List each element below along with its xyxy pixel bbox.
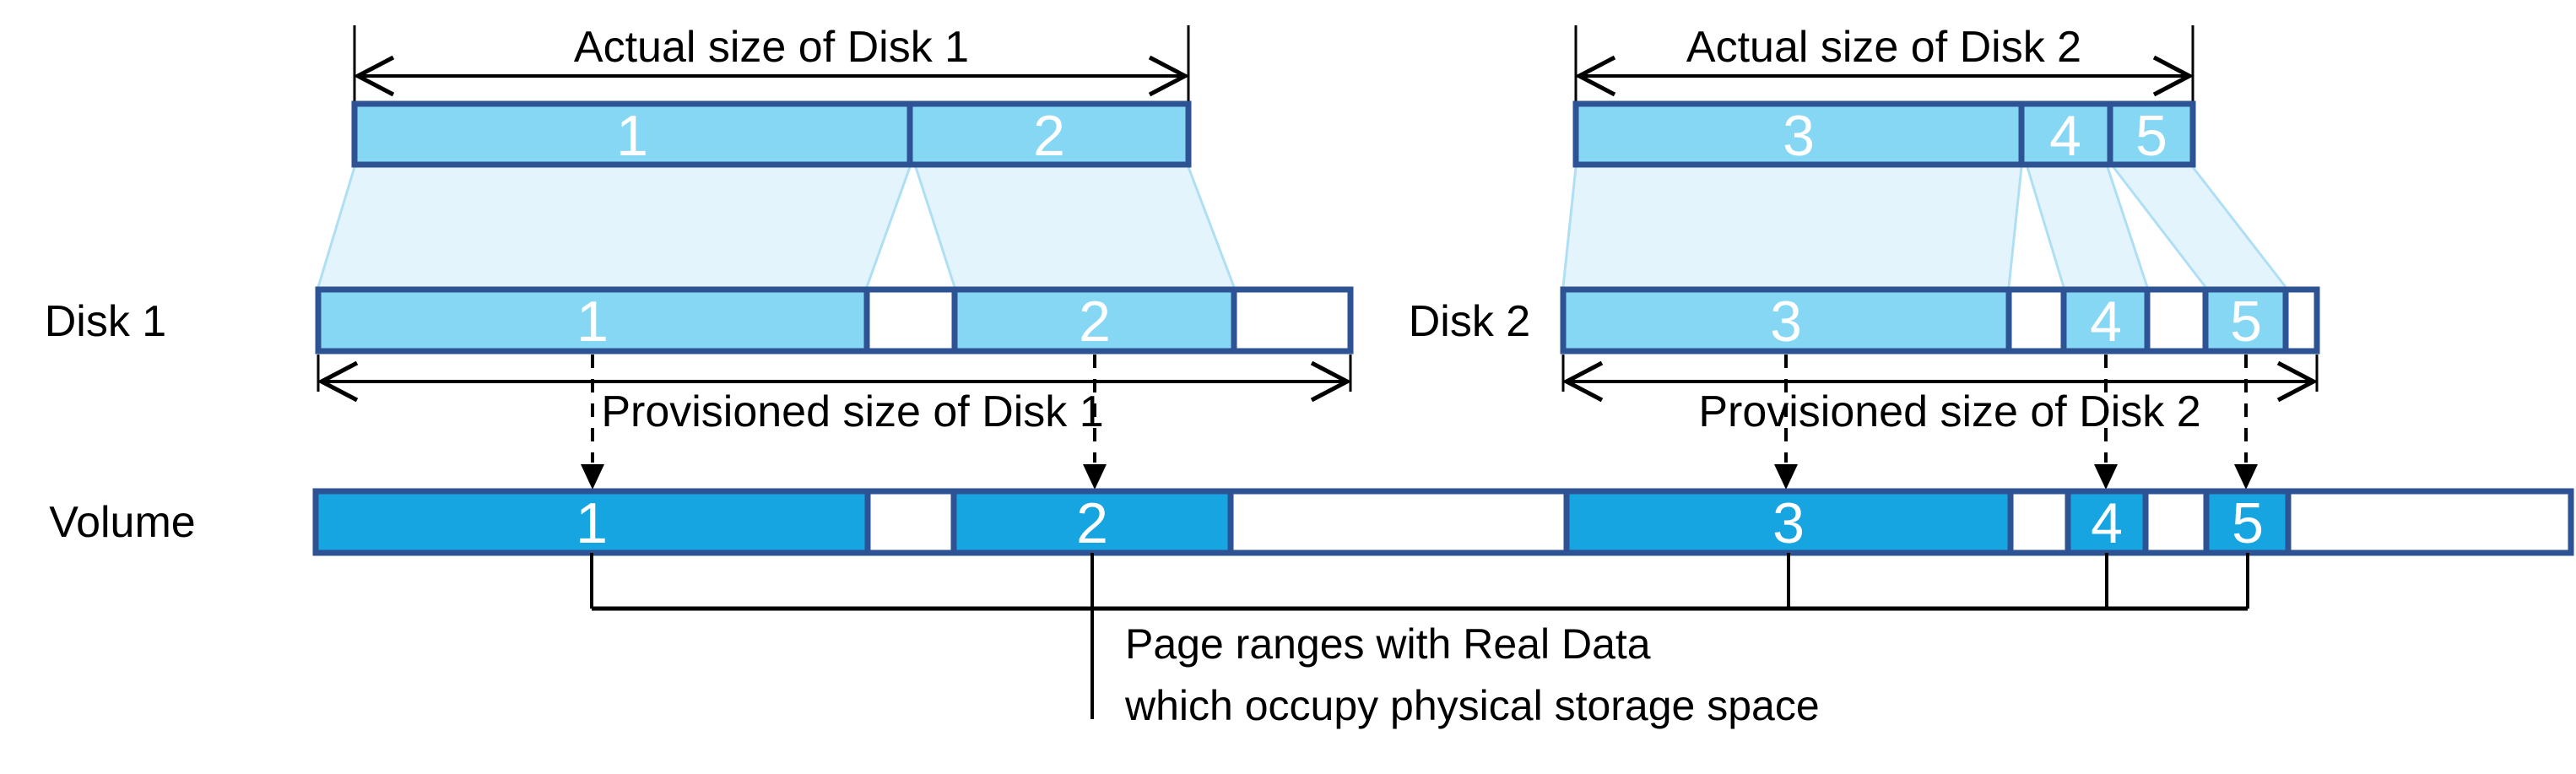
disk1-projection (317, 166, 1236, 288)
actual-size-disk1-caption: Actual size of Disk 1 (574, 23, 969, 72)
arrowhead-left-icon (1561, 360, 1604, 403)
arrowhead-right-icon (1148, 55, 1190, 97)
disk1-provisioned-bar: 1 2 (315, 286, 1354, 355)
disk1-row-label: Disk 1 (45, 297, 166, 346)
volume-row-label: Volume (49, 498, 195, 547)
provisioned-page-label: 3 (1770, 290, 1802, 354)
disk1-actual-bar: 1 2 (351, 100, 1192, 168)
arrowhead-right-icon (1310, 360, 1352, 403)
volume-page-label: 4 (2091, 491, 2123, 555)
provisioned-size-arrow-disk2: Provisioned size of Disk 2 (1561, 355, 2319, 436)
actual-size-arrow-disk2: Actual size of Disk 2 (1574, 23, 2194, 102)
projection-shape-page2 (916, 167, 1234, 287)
arrowhead-right-icon (2276, 360, 2319, 403)
arrowhead-right-icon (2152, 55, 2194, 97)
actual-bar (1572, 100, 2196, 168)
projection-shape-page1 (318, 167, 910, 287)
volume-page-label: 5 (2232, 491, 2264, 555)
volume-bar: 1 2 3 4 5 (312, 488, 2574, 556)
projection-edge (914, 166, 956, 288)
arrowhead-left-icon (317, 360, 359, 403)
annotation-line2: which occupy physical storage space (1124, 682, 1820, 729)
page-mapping-arrows (581, 355, 2258, 490)
provisioned-page-block (315, 286, 870, 355)
mapping-arrowhead-icon (1083, 464, 1107, 490)
disk2-actual-bar: 3 4 5 (1572, 100, 2196, 168)
disk2-projection (1561, 166, 2287, 288)
volume-page-label: 3 (1772, 491, 1805, 555)
actual-size-disk2-caption: Actual size of Disk 2 (1686, 23, 2081, 72)
projection-edge (2191, 166, 2287, 288)
actual-size-arrow-disk1: Actual size of Disk 1 (353, 23, 1190, 102)
projection-edge (1187, 166, 1236, 288)
provisioned-page-label: 1 (576, 290, 609, 354)
provisioned-page-block (2202, 286, 2289, 355)
mapping-arrowhead-icon (581, 464, 604, 490)
arrowhead-left-icon (353, 55, 395, 97)
provisioned-page-label: 5 (2230, 290, 2262, 354)
mapping-arrowhead-icon (2094, 464, 2118, 490)
volume-page-label: 2 (1076, 491, 1108, 555)
arrowhead-left-icon (1574, 55, 1616, 97)
provisioned-size-disk1-caption: Provisioned size of Disk 1 (601, 387, 1103, 436)
annotation-line1: Page ranges with Real Data (1125, 620, 1651, 668)
mapping-arrowhead-icon (1774, 464, 1798, 490)
provisioned-size-arrow-disk1: Provisioned size of Disk 1 (317, 355, 1352, 436)
projection-edge (2112, 166, 2207, 288)
actual-bar (351, 100, 1192, 168)
actual-page-label: 4 (2049, 104, 2081, 168)
actual-page-label: 5 (2135, 104, 2167, 168)
projection-shape-page5 (2113, 167, 2286, 287)
projection-edge (2026, 166, 2065, 288)
provisioned-size-disk2-caption: Provisioned size of Disk 2 (1698, 387, 2200, 436)
projection-edge (865, 166, 912, 288)
provisioned-page-label: 2 (1079, 290, 1111, 354)
projection-shape-page3 (1563, 167, 2021, 287)
provisioned-page-block (951, 286, 1237, 355)
actual-page-label: 1 (616, 104, 648, 168)
projection-edge (2007, 166, 2023, 288)
provisioned-page-block (2060, 286, 2151, 355)
real-data-bracket: Page ranges with Real Data which occupy … (590, 553, 2249, 729)
projection-edge (317, 166, 356, 288)
mapping-arrowhead-icon (2234, 464, 2258, 490)
provisioned-page-block (1560, 286, 2012, 355)
disk2-row-label: Disk 2 (1409, 297, 1530, 346)
projection-edge (2106, 166, 2149, 288)
volume-page-label: 1 (576, 491, 608, 555)
volume-page-block (1563, 488, 2014, 556)
actual-page-label: 3 (1783, 104, 1815, 168)
provisioned-page-label: 4 (2090, 290, 2122, 354)
volume-page-block (2065, 488, 2149, 556)
projection-edge (1561, 166, 1578, 288)
actual-page-label: 2 (1033, 104, 1065, 168)
volume-page-block (312, 488, 871, 556)
disk2-provisioned-bar: 3 4 5 (1560, 286, 2320, 355)
